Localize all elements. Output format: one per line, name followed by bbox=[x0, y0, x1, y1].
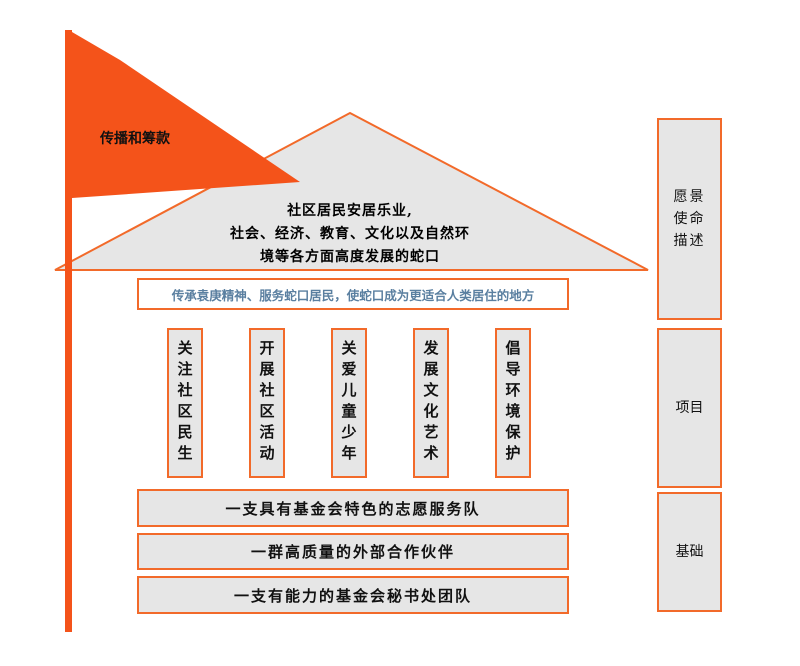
foundation-bar: 一支有能力的基金会秘书处团队 bbox=[137, 576, 569, 614]
side-label-foundation: 基础 bbox=[657, 492, 722, 612]
pillar: 发展文化艺术 bbox=[413, 328, 449, 478]
flag bbox=[72, 32, 300, 198]
vision-line: 社区居民安居乐业, bbox=[287, 203, 413, 219]
roof bbox=[54, 111, 649, 271]
vision-line: 社会、经济、教育、文化以及自然环 bbox=[230, 226, 470, 242]
pillar: 开展社区活动 bbox=[249, 328, 285, 478]
flag-pole bbox=[65, 30, 72, 632]
mission-banner: 传承袁庚精神、服务蛇口居民，使蛇口成为更适合人类居住的地方 bbox=[137, 278, 569, 310]
foundation-bar: 一群高质量的外部合作伙伴 bbox=[137, 533, 569, 570]
pillar: 倡导环境保护 bbox=[495, 328, 531, 478]
foundation-bar: 一支具有基金会特色的志愿服务队 bbox=[137, 489, 569, 527]
side-label-vision: 愿景 使命 描述 bbox=[657, 118, 722, 320]
pillar: 关爱儿童少年 bbox=[331, 328, 367, 478]
side-label-projects: 项目 bbox=[657, 328, 722, 488]
flag-label: 传播和筹款 bbox=[100, 131, 170, 147]
vision-line: 境等各方面高度发展的蛇口 bbox=[260, 249, 440, 265]
vision-text: 社区居民安居乐业, 社会、经济、教育、文化以及自然环 境等各方面高度发展的蛇口 bbox=[180, 200, 520, 269]
pillar: 关注社区民生 bbox=[167, 328, 203, 478]
